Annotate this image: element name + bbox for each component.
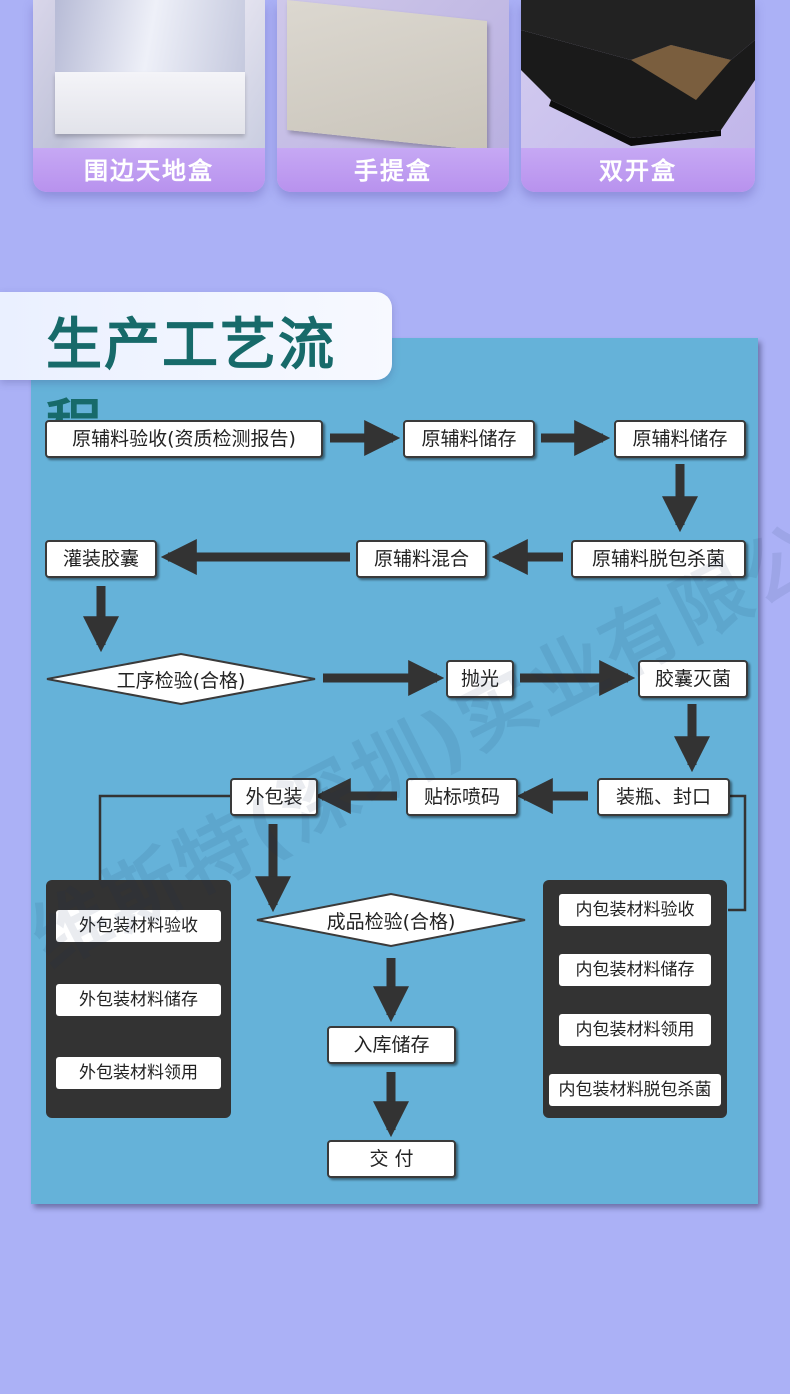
outer-material-group: 外包装材料验收 外包装材料储存 外包装材料领用	[46, 880, 231, 1118]
step-warehouse-storage: 入库储存	[327, 1026, 456, 1064]
step-process-check: 工序检验(合格)	[45, 652, 317, 706]
product-label: 双开盒	[521, 148, 755, 192]
step-raw-storage-1: 原辅料储存	[403, 420, 535, 458]
outer-material-item: 外包装材料验收	[56, 910, 221, 942]
product-card-3[interactable]: 双开盒	[521, 0, 755, 192]
product-photo	[33, 0, 265, 148]
inner-material-group: 内包装材料验收 内包装材料储存 内包装材料领用 内包装材料脱包杀菌	[543, 880, 727, 1118]
step-capsule-filling: 灌装胶囊	[45, 540, 157, 578]
step-raw-sterilization: 原辅料脱包杀菌	[571, 540, 746, 578]
inner-material-item: 内包装材料储存	[559, 954, 711, 986]
inner-material-item: 内包装材料验收	[559, 894, 711, 926]
product-label: 围边天地盒	[33, 148, 265, 192]
step-labeling: 贴标喷码	[406, 778, 518, 816]
step-raw-inspection: 原辅料验收(资质检测报告)	[45, 420, 323, 458]
step-final-check: 成品检验(合格)	[255, 892, 527, 948]
product-card-2[interactable]: 手提盒	[277, 0, 509, 192]
diamond-label: 成品检验(合格)	[326, 910, 456, 933]
outer-material-item: 外包装材料储存	[56, 984, 221, 1016]
inner-material-item: 内包装材料脱包杀菌	[549, 1074, 721, 1106]
step-outer-packaging: 外包装	[230, 778, 318, 816]
step-polishing: 抛光	[446, 660, 514, 698]
product-card-1[interactable]: 围边天地盒	[33, 0, 265, 192]
section-title-tab: 生产工艺流程	[0, 292, 392, 459]
step-raw-mixing: 原辅料混合	[356, 540, 487, 578]
step-bottling-sealing: 装瓶、封口	[597, 778, 730, 816]
product-photo	[277, 0, 509, 152]
step-capsule-sterilization: 胶囊灭菌	[638, 660, 748, 698]
outer-material-item: 外包装材料领用	[56, 1057, 221, 1089]
product-photo	[521, 0, 755, 148]
diamond-label: 工序检验(合格)	[116, 669, 246, 692]
inner-material-item: 内包装材料领用	[559, 1014, 711, 1046]
step-raw-storage-2: 原辅料储存	[614, 420, 746, 458]
step-delivery: 交 付	[327, 1140, 456, 1178]
product-label: 手提盒	[277, 148, 509, 192]
